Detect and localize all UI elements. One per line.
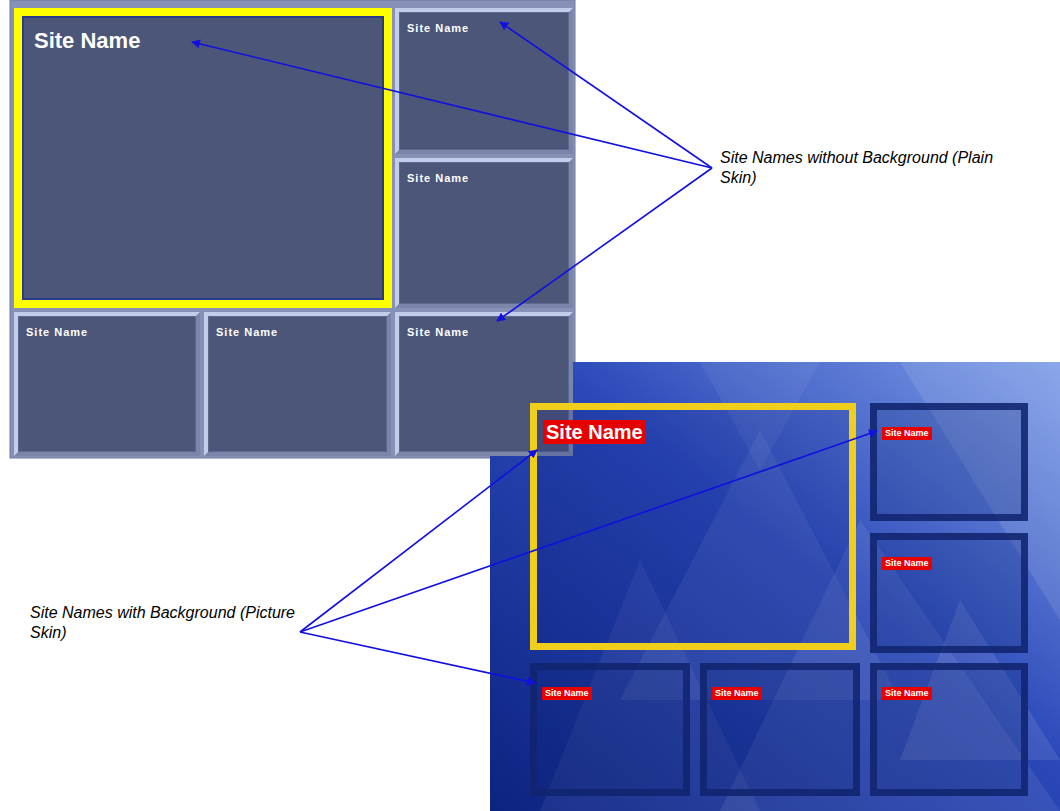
selected-site-tile: Site Name (14, 8, 392, 308)
site-tile: Site Name (395, 8, 573, 154)
site-name: Site Name (407, 326, 469, 339)
leader-arrow (192, 42, 712, 168)
site-name: Site Name (543, 420, 646, 444)
site-name: Site Name (407, 172, 469, 185)
site-tile: Site Name (204, 312, 391, 456)
selected-site-tile: Site Name (530, 403, 856, 650)
site-name: Site Name (882, 557, 932, 570)
callout-text: Site Names without Background (Plain Ski… (720, 148, 1020, 188)
leader-arrow (300, 450, 537, 632)
site-tile: Site Name (14, 312, 200, 456)
plain-skin-panel (10, 0, 575, 458)
site-tile: Site Name (395, 158, 573, 308)
site-tile: Site Name (530, 663, 690, 796)
site-name: Site Name (542, 687, 592, 700)
leader-arrow (500, 22, 712, 168)
callout-text: Site Names with Background (Picture Skin… (30, 603, 300, 643)
site-name: Site Name (34, 28, 140, 54)
site-name: Site Name (407, 22, 469, 35)
site-tile: Site Name (700, 663, 860, 796)
site-tile: Site Name (870, 663, 1028, 796)
plain-skin-outline (10, 0, 575, 458)
site-name: Site Name (712, 687, 762, 700)
picture-skin-panel (490, 362, 1060, 811)
site-tile: Site Name (870, 533, 1028, 653)
leader-arrow (497, 168, 712, 321)
site-name: Site Name (882, 687, 932, 700)
leader-arrow (300, 431, 877, 632)
site-name: Site Name (26, 326, 88, 339)
site-tile: Site Name (870, 403, 1028, 521)
leader-arrow (300, 632, 535, 683)
site-name: Site Name (882, 427, 932, 440)
site-name: Site Name (216, 326, 278, 339)
